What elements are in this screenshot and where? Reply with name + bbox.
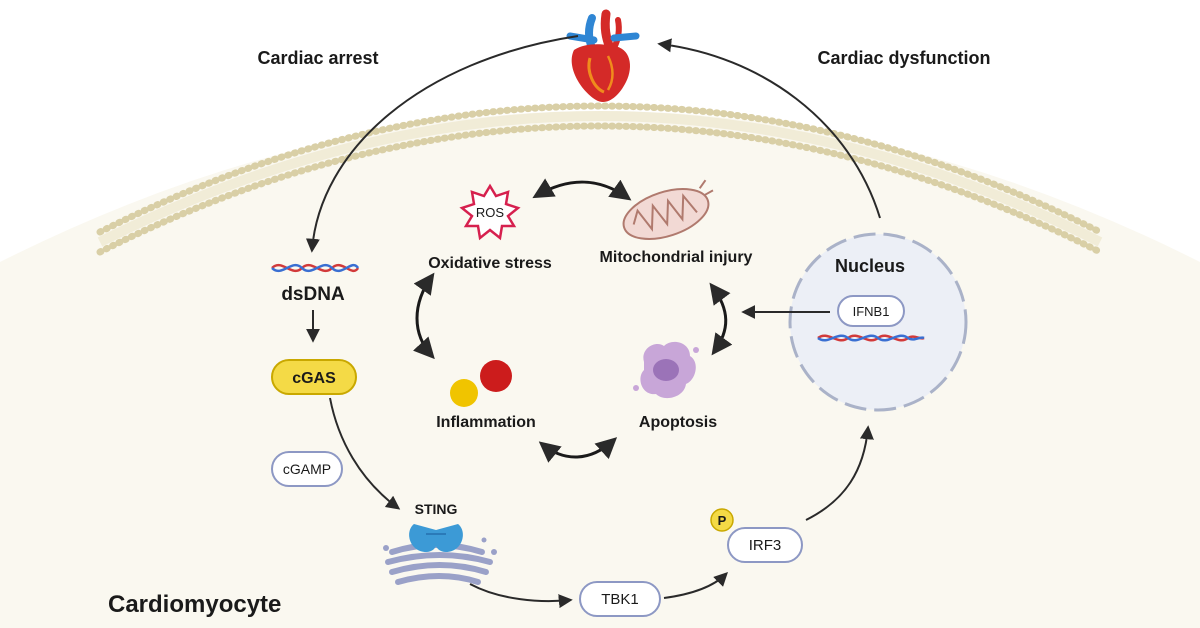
arrow-nucleus-to-heart <box>657 38 881 219</box>
arrow-mito-apoptosis <box>709 282 733 356</box>
ifnb1-pill <box>837 295 905 327</box>
apoptosis-label: Apoptosis <box>639 414 717 431</box>
cardiac-arrest-label: Cardiac arrest <box>257 48 378 68</box>
mitochondrion-icon <box>622 179 714 240</box>
inflammation-yellow-cell <box>450 379 478 407</box>
irf3-pill <box>727 527 803 563</box>
tbk1-pill <box>579 581 661 617</box>
cgamp-label: cGAMP <box>283 461 331 477</box>
cardiomyocyte-label: Cardiomyocyte <box>108 591 281 618</box>
cell-body <box>0 111 1200 628</box>
arrow-oxidative-mito <box>532 178 632 201</box>
ros-star-icon <box>459 183 521 241</box>
cardiac-dysfunction-label: Cardiac dysfunction <box>817 48 990 68</box>
cgas-label: cGAS <box>292 370 336 387</box>
cgas-pill <box>271 359 357 395</box>
nucleus-envelope <box>788 232 968 412</box>
cgamp-pill <box>271 451 343 487</box>
arrow-irf3-to-nucleus <box>805 425 874 521</box>
oxidative-stress-label: Oxidative stress <box>428 255 552 272</box>
inflammation-label: Inflammation <box>436 414 536 431</box>
arrow-heart-to-dsdna <box>305 35 579 253</box>
arrow-tbk1-to-irf3 <box>663 572 728 599</box>
inflammation-red-cell <box>480 360 512 392</box>
arrow-apoptosis-inflammation <box>538 437 618 463</box>
dsdna-helix-icon <box>271 263 360 273</box>
phosphate-label: P <box>718 513 727 528</box>
sting-protein-icon <box>409 524 463 552</box>
apoptotic-cell-icon <box>633 341 699 399</box>
arrow-inflammation-oxidative <box>412 272 435 360</box>
nuclear-dna-icon <box>817 334 925 342</box>
dsdna-label: dsDNA <box>281 284 345 305</box>
arrow-sting-to-tbk1 <box>469 583 573 609</box>
arrow-cgas-to-sting <box>329 397 401 510</box>
heart-icon <box>566 9 640 102</box>
irf3-label: IRF3 <box>749 537 782 554</box>
sting-label: STING <box>415 501 458 517</box>
ros-label: ROS <box>476 205 505 220</box>
tbk1-label: TBK1 <box>601 591 639 608</box>
phosphate-badge <box>710 508 734 532</box>
nucleus-label: Nucleus <box>835 256 905 276</box>
ifnb1-label: IFNB1 <box>853 304 890 319</box>
cell-membrane <box>96 102 1104 256</box>
mitochondrial-injury-label: Mitochondrial injury <box>600 249 753 266</box>
